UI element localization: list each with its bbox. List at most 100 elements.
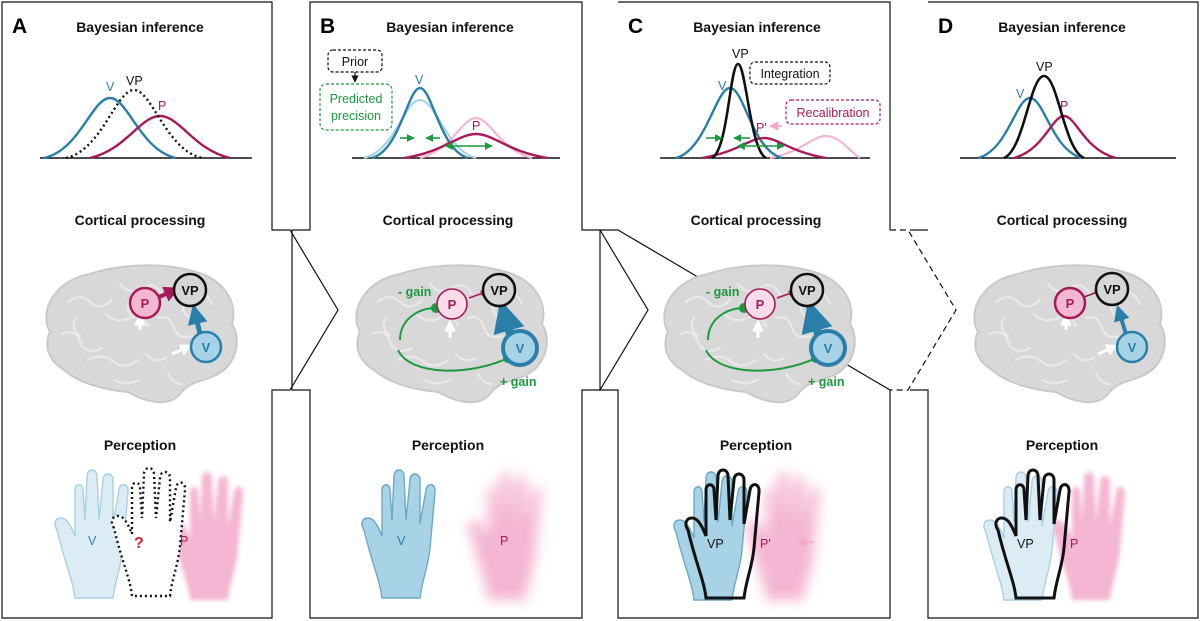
bayes-title-a: Bayesian inference xyxy=(76,19,204,35)
gain-plus-label-b: + gain xyxy=(500,375,536,389)
node-vp-label-b: VP xyxy=(490,283,508,298)
curve-v-b xyxy=(371,86,469,160)
curve-vp-a xyxy=(65,88,203,160)
node-v-a xyxy=(189,330,223,364)
gain-plus-label-c: + gain xyxy=(808,375,844,389)
edge-v-vp-a xyxy=(187,304,208,335)
label-v-a: V xyxy=(106,80,115,94)
perception-title-b: Perception xyxy=(412,437,484,453)
gain-minus-label-c: - gain xyxy=(706,285,739,299)
label-p-a: P xyxy=(158,99,166,113)
hands-b: V P xyxy=(361,469,542,600)
gain-minus-label-b: - gain xyxy=(398,285,431,299)
label-vp-c: VP xyxy=(732,47,749,61)
curve-p-original-c xyxy=(769,134,861,160)
input-arrow-v-a xyxy=(171,344,193,356)
node-vp-label-d: VP xyxy=(1103,282,1121,297)
hand-label-vp-c: VP xyxy=(707,537,724,551)
node-p-label-a: P xyxy=(141,296,150,311)
hand-v-c xyxy=(673,471,748,601)
node-v-label-a: V xyxy=(202,340,211,355)
node-v-d xyxy=(1115,330,1149,364)
panel-a: A Bayesian inference V VP P Cortical pro… xyxy=(12,15,252,600)
hand-label-p-d: P xyxy=(1070,537,1078,551)
node-vp-c xyxy=(789,272,825,308)
node-v-b xyxy=(501,329,539,367)
panel-letter-b: B xyxy=(320,15,335,38)
cortical-title-b: Cortical processing xyxy=(383,212,514,228)
brain-c: - gain + gain P VP V xyxy=(663,264,856,404)
edge-v-vp-b xyxy=(493,299,525,336)
panel-d: D Bayesian inference V VP P Cortical pro… xyxy=(938,15,1176,601)
hands-d: VP P xyxy=(983,468,1126,601)
curve-vp-c xyxy=(711,62,767,160)
cortical-title-d: Cortical processing xyxy=(997,212,1128,228)
input-arrow-v-d xyxy=(1097,344,1119,356)
recalibration-box-c xyxy=(785,99,881,125)
bayes-plot-d: V VP P xyxy=(960,60,1176,160)
brain-a: P VP V xyxy=(45,264,238,404)
node-p-label-d: P xyxy=(1066,296,1075,311)
label-vp-a: VP xyxy=(126,74,143,88)
hand-v-d xyxy=(983,471,1058,601)
prior-label-b: Prior xyxy=(342,55,368,69)
node-p-c xyxy=(744,288,776,320)
curve-vp-d xyxy=(1003,74,1085,160)
perception-title-d: Perception xyxy=(1026,437,1098,453)
panel-c: C Bayesian inference V VP P' Integration… xyxy=(628,15,881,601)
node-p-d xyxy=(1053,286,1087,320)
node-p-label-c: P xyxy=(756,297,765,312)
panel-b: B Bayesian inference V P Prior Predicted… xyxy=(319,15,560,600)
curve-p-a xyxy=(89,114,231,160)
panel-letter-a: A xyxy=(12,15,27,38)
integration-label-c: Integration xyxy=(760,67,819,81)
label-v-d: V xyxy=(1016,87,1025,101)
bayes-plot-b: V P Prior Predicted precision xyxy=(319,49,560,160)
hand-label-question-a: ? xyxy=(134,535,144,552)
curve-p-prime-c xyxy=(701,136,827,160)
curve-p-b xyxy=(403,132,549,160)
node-vp-a xyxy=(172,272,208,308)
hand-label-v-a: V xyxy=(88,534,97,548)
cortical-title-c: Cortical processing xyxy=(691,212,822,228)
label-p-d: P xyxy=(1060,99,1068,113)
edge-v-vp-c xyxy=(801,299,833,336)
predicted-precision-label-2-b: precision xyxy=(331,109,381,123)
brain-d: P VP V xyxy=(973,264,1166,404)
node-p-b xyxy=(436,288,468,320)
hand-label-p-a: P xyxy=(180,534,188,548)
label-p-prime-c: P' xyxy=(756,121,767,135)
recalibration-label-c: Recalibration xyxy=(797,106,870,120)
node-vp-b xyxy=(481,272,517,308)
edge-v-vp-d xyxy=(1114,304,1130,335)
brain-b: - gain + gain P VP V xyxy=(355,264,548,404)
node-p-label-b: P xyxy=(448,297,457,312)
hand-label-v-b: V xyxy=(397,534,406,548)
integration-box-c xyxy=(749,61,831,85)
panel-letter-d: D xyxy=(938,15,953,38)
curve-p-d xyxy=(1013,114,1117,160)
label-v-c: V xyxy=(718,79,727,93)
bayes-plot-c: V VP P' Integration Recalibration xyxy=(660,47,881,160)
label-v-b: V xyxy=(415,73,424,87)
hand-label-p-prime-c: P' xyxy=(760,537,771,551)
node-v-label-b: V xyxy=(516,341,525,356)
perception-title-a: Perception xyxy=(104,437,176,453)
gain-path-plus-b xyxy=(397,349,509,372)
node-vp-d xyxy=(1094,271,1130,307)
hand-label-vp-d: VP xyxy=(1017,537,1034,551)
bayes-title-c: Bayesian inference xyxy=(693,19,821,35)
node-p-a xyxy=(128,286,162,320)
bayes-plot-a: V VP P xyxy=(40,74,252,160)
predicted-precision-label-1-b: Predicted xyxy=(330,92,383,106)
hand-p-c xyxy=(745,472,820,600)
node-vp-label-a: VP xyxy=(181,283,199,298)
node-v-c xyxy=(809,329,847,367)
hand-p-d xyxy=(1051,472,1126,600)
label-p-b: P xyxy=(472,119,480,133)
hand-label-p-b: P xyxy=(500,534,508,548)
bayes-title-b: Bayesian inference xyxy=(386,19,514,35)
